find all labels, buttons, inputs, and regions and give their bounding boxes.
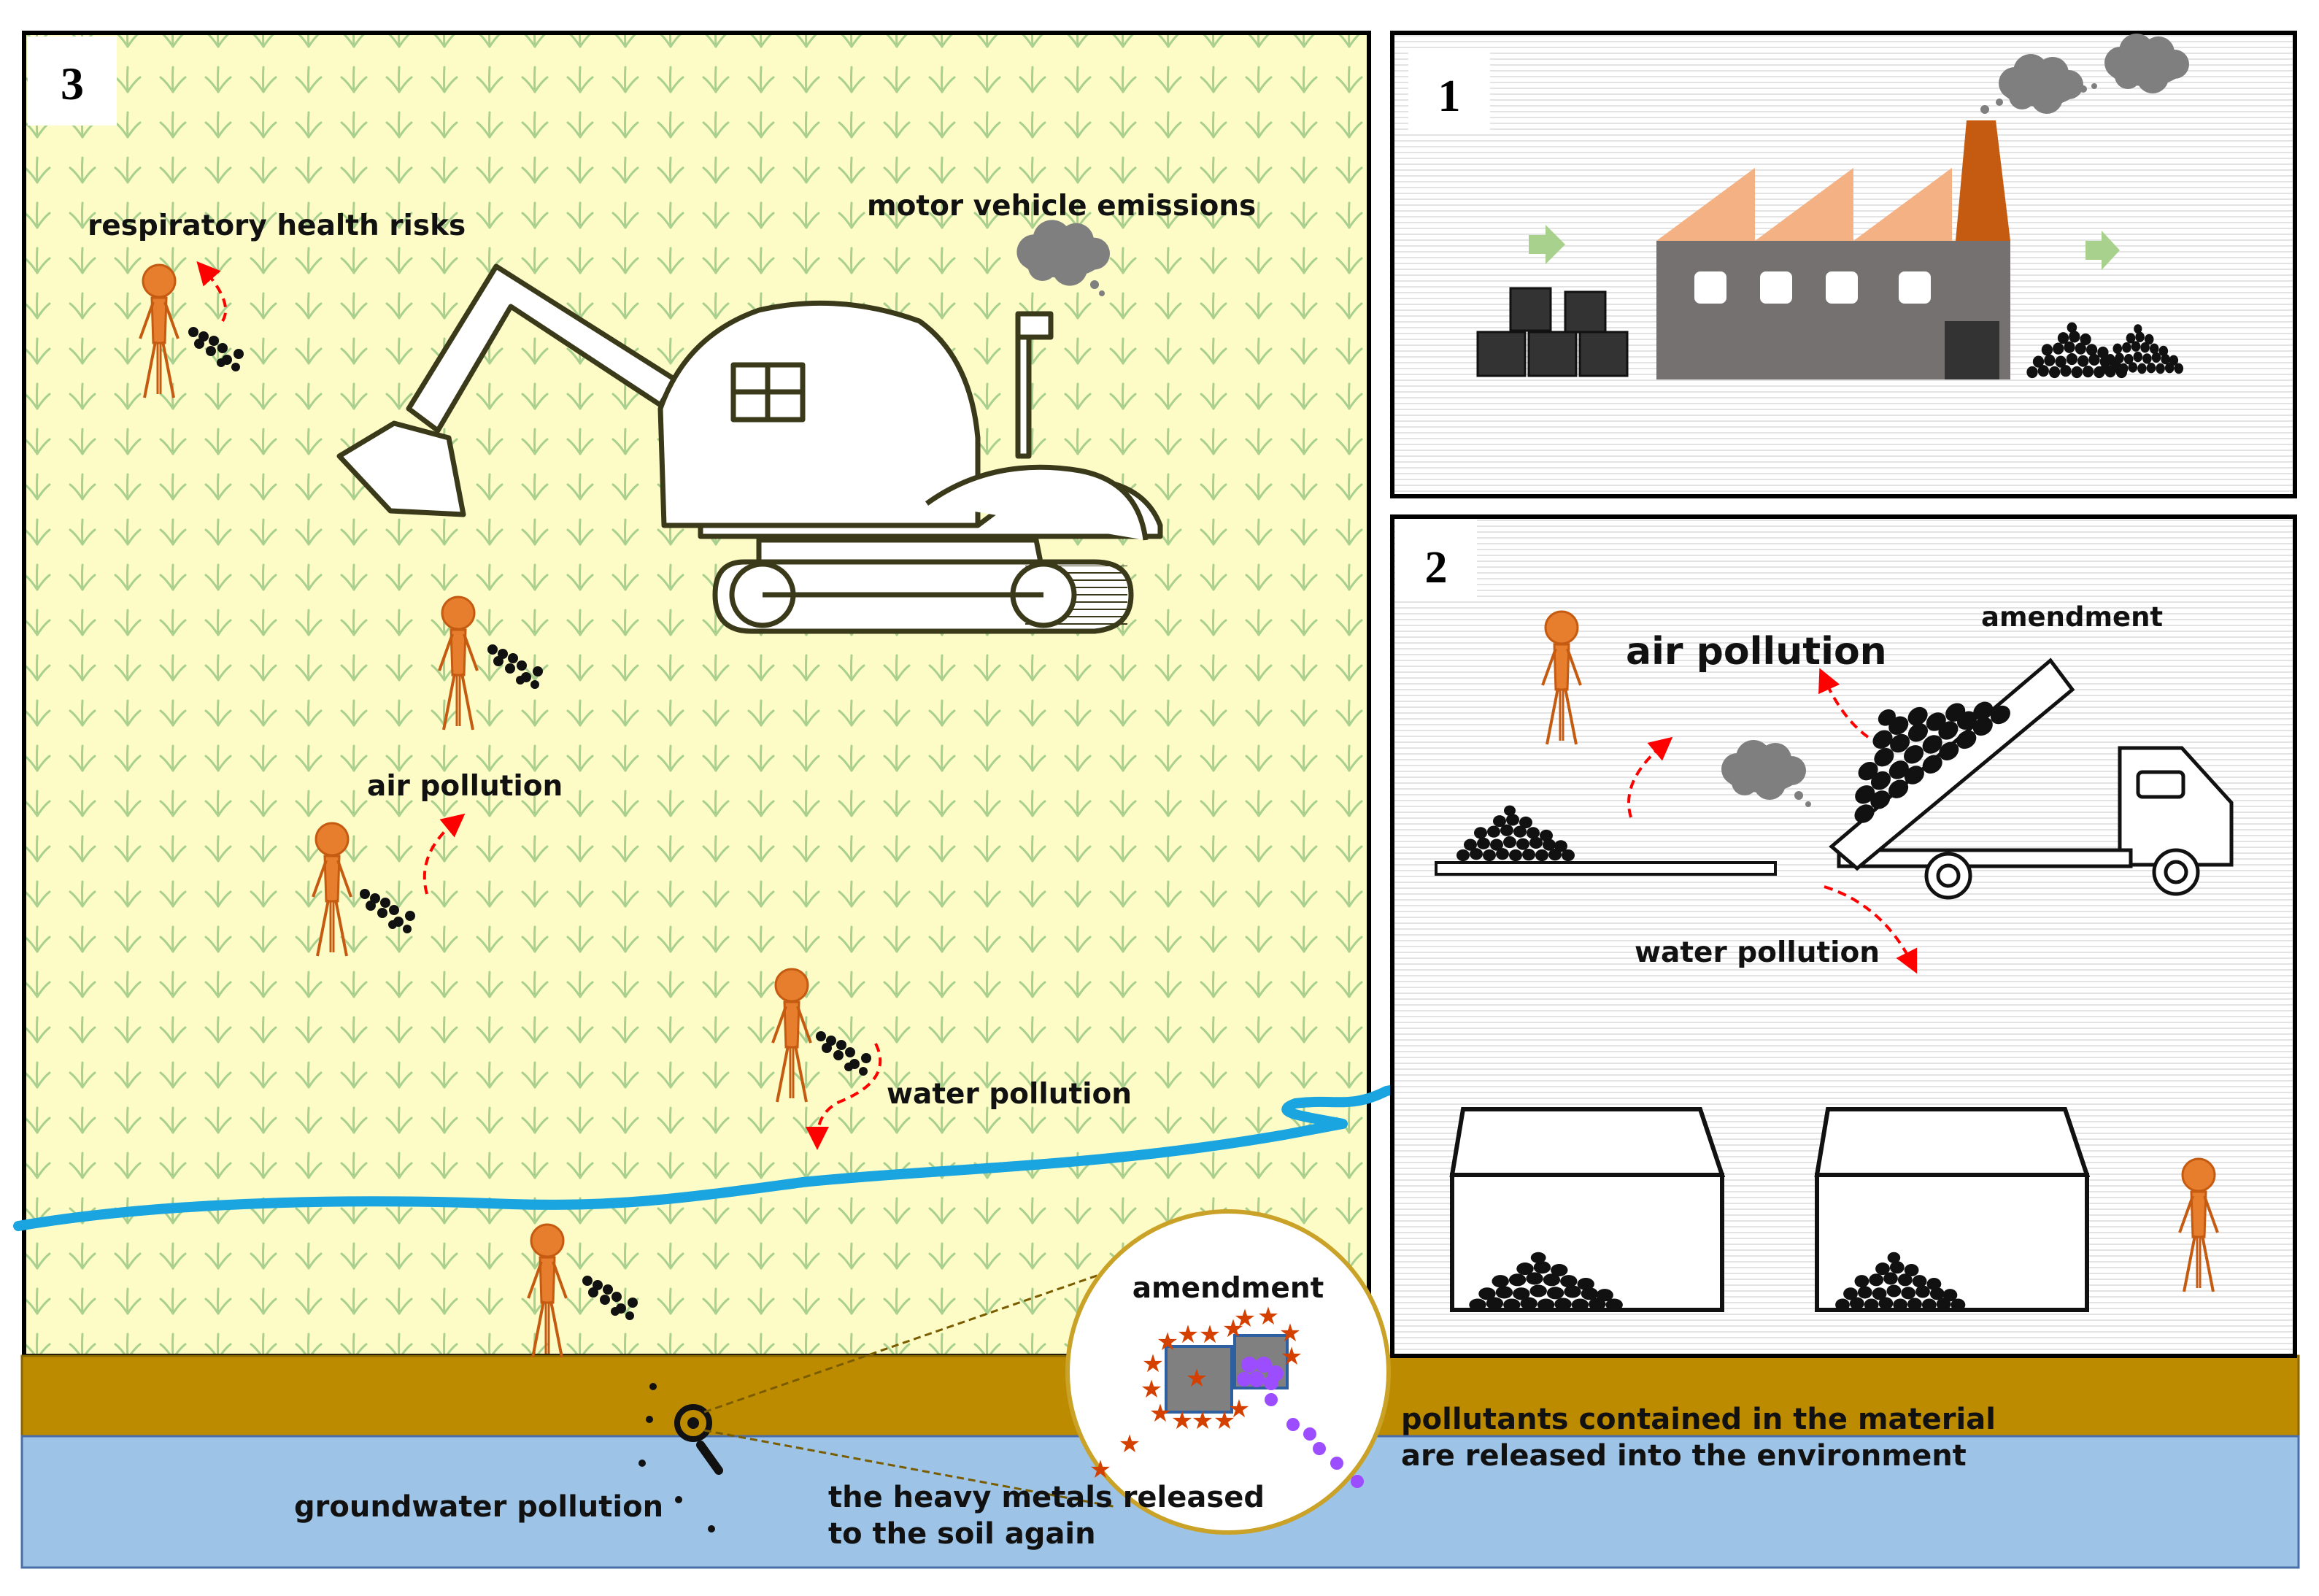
panel-3: 3 (22, 31, 1371, 1358)
leaching-dots (638, 1383, 715, 1533)
svg-text:★: ★ (1199, 1320, 1221, 1349)
svg-text:★: ★ (1213, 1406, 1235, 1435)
svg-text:★: ★ (1192, 1406, 1213, 1435)
air-pollution-label: air pollution (367, 770, 563, 803)
panel-1-number: 1 (1438, 72, 1461, 121)
pollutants-label-line1: pollutants contained in the material (1401, 1403, 1996, 1436)
respiratory-health-risks-label: respiratory health risks (88, 209, 466, 242)
svg-text:★: ★ (1186, 1364, 1208, 1393)
svg-text:★: ★ (1149, 1399, 1171, 1428)
water-pollution-label: water pollution (887, 1078, 1132, 1111)
svg-text:★: ★ (1171, 1406, 1193, 1435)
amendment-label: amendment (1981, 601, 2163, 633)
svg-text:★: ★ (1142, 1349, 1164, 1379)
excavator-icon (336, 263, 1163, 634)
svg-text:★: ★ (1177, 1320, 1199, 1349)
groundwater-pollution-label: groundwater pollution (294, 1490, 663, 1524)
storage-bin (1449, 1107, 2091, 1312)
red-arrow (806, 1043, 882, 1150)
red-arrow (196, 261, 228, 323)
svg-text:★: ★ (1281, 1342, 1303, 1371)
factory-icon (1656, 120, 2010, 379)
zoom-circle: amendment ★★★★ ★★★★ ★★★★ ★★★★ ★★ (1065, 1209, 1391, 1535)
panel-3-number: 3 (61, 58, 84, 109)
red-arrow (1824, 885, 1918, 974)
svg-text:★: ★ (1234, 1304, 1256, 1333)
green-arrow-icon (1529, 225, 1565, 264)
svg-text:★: ★ (1119, 1430, 1141, 1459)
svg-text:★: ★ (1279, 1319, 1301, 1348)
raw-material-blocks (1476, 287, 1629, 377)
svg-text:★: ★ (1257, 1302, 1279, 1331)
dump-truck-icon (1829, 658, 2234, 900)
heavy-metals-label-line2: to the soil again (828, 1517, 1096, 1551)
red-arrow (1627, 736, 1673, 818)
storage-board (1435, 861, 1777, 876)
svg-text:★: ★ (1089, 1455, 1111, 1484)
green-arrow-icon (2085, 231, 2120, 270)
panel-2-number: 2 (1425, 543, 1448, 593)
svg-text:★: ★ (1222, 1314, 1244, 1344)
red-arrow (1818, 668, 1870, 739)
heavy-metal-stars: ★★★★ ★★★★ ★★★★ ★★★★ ★★ (1089, 1302, 1303, 1484)
svg-text:★: ★ (1228, 1395, 1250, 1424)
amendment-particle (1165, 1345, 1233, 1414)
zoom-line (703, 1261, 1135, 1414)
pollutants-label-line2: are released into the environment (1401, 1439, 1967, 1473)
water-pollution-label: water pollution (1635, 936, 1880, 969)
svg-text:★: ★ (1157, 1327, 1178, 1357)
motor-vehicle-emissions-label: motor vehicle emissions (867, 190, 1256, 223)
magnifier-icon (674, 1404, 723, 1475)
amendment-zoom-label: amendment (1133, 1272, 1324, 1305)
heavy-metals-label-line1: the heavy metals released (828, 1481, 1265, 1514)
svg-text:★: ★ (1141, 1375, 1162, 1404)
air-pollution-label: air pollution (1626, 630, 1887, 674)
pollutant-pentagons (1237, 1357, 1364, 1488)
